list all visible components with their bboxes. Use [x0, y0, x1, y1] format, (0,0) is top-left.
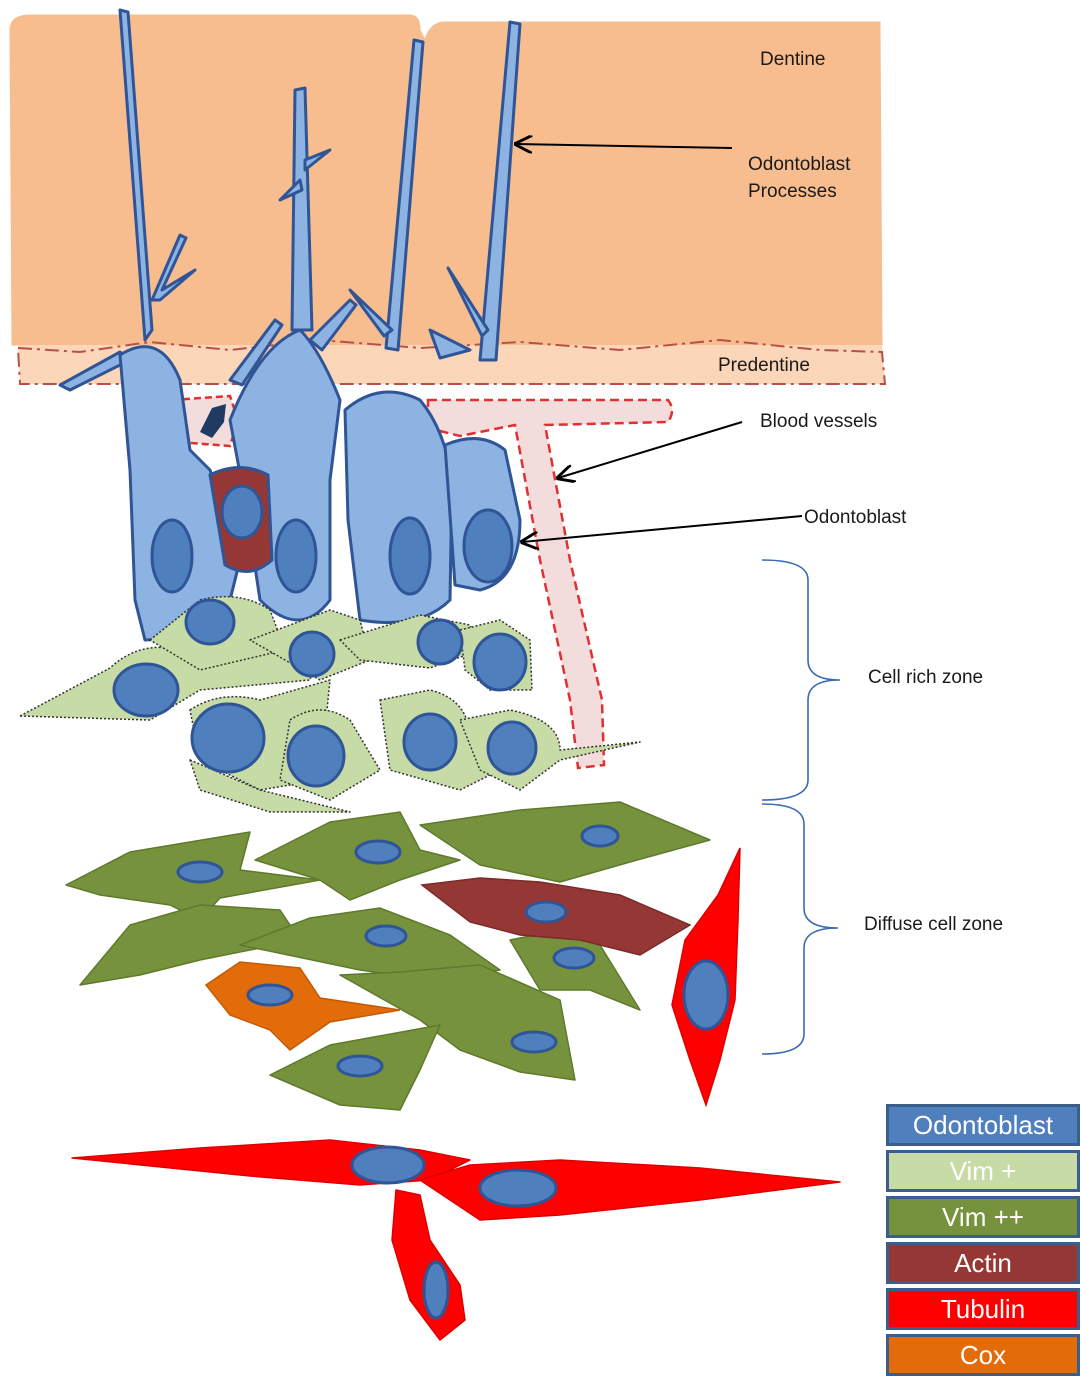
- blood-vessels-label: Blood vessels: [760, 411, 877, 432]
- legend-cox: Cox: [886, 1334, 1080, 1376]
- legend-actin: Actin: [886, 1242, 1080, 1284]
- legend-vim-plus: Vim +: [886, 1150, 1080, 1192]
- dentine-label: Dentine: [760, 49, 826, 70]
- odontoblast-processes-label-line1: Odontoblast: [748, 154, 851, 175]
- odontoblast-label: Odontoblast: [804, 507, 907, 528]
- diffuse-cell-zone-bracket: [762, 804, 838, 1054]
- diffuse-cell-zone-label: Diffuse cell zone: [864, 914, 1003, 935]
- predentine-label: Predentine: [718, 355, 810, 376]
- legend-vim-plus-plus: Vim ++: [886, 1196, 1080, 1238]
- legend-tubulin: Tubulin: [886, 1288, 1080, 1330]
- tubulin-cells-bottom: [72, 1140, 840, 1340]
- blood-vessels-arrow: [558, 422, 742, 478]
- cell-rich-zone-bracket: [762, 560, 840, 800]
- odontoblast-processes-label-line2: Processes: [748, 181, 837, 202]
- cell-rich-zone-label: Cell rich zone: [868, 667, 983, 688]
- legend-odontoblast: Odontoblast: [886, 1104, 1080, 1146]
- legend: Odontoblast Vim + Vim ++ Actin Tubulin C…: [886, 1104, 1080, 1380]
